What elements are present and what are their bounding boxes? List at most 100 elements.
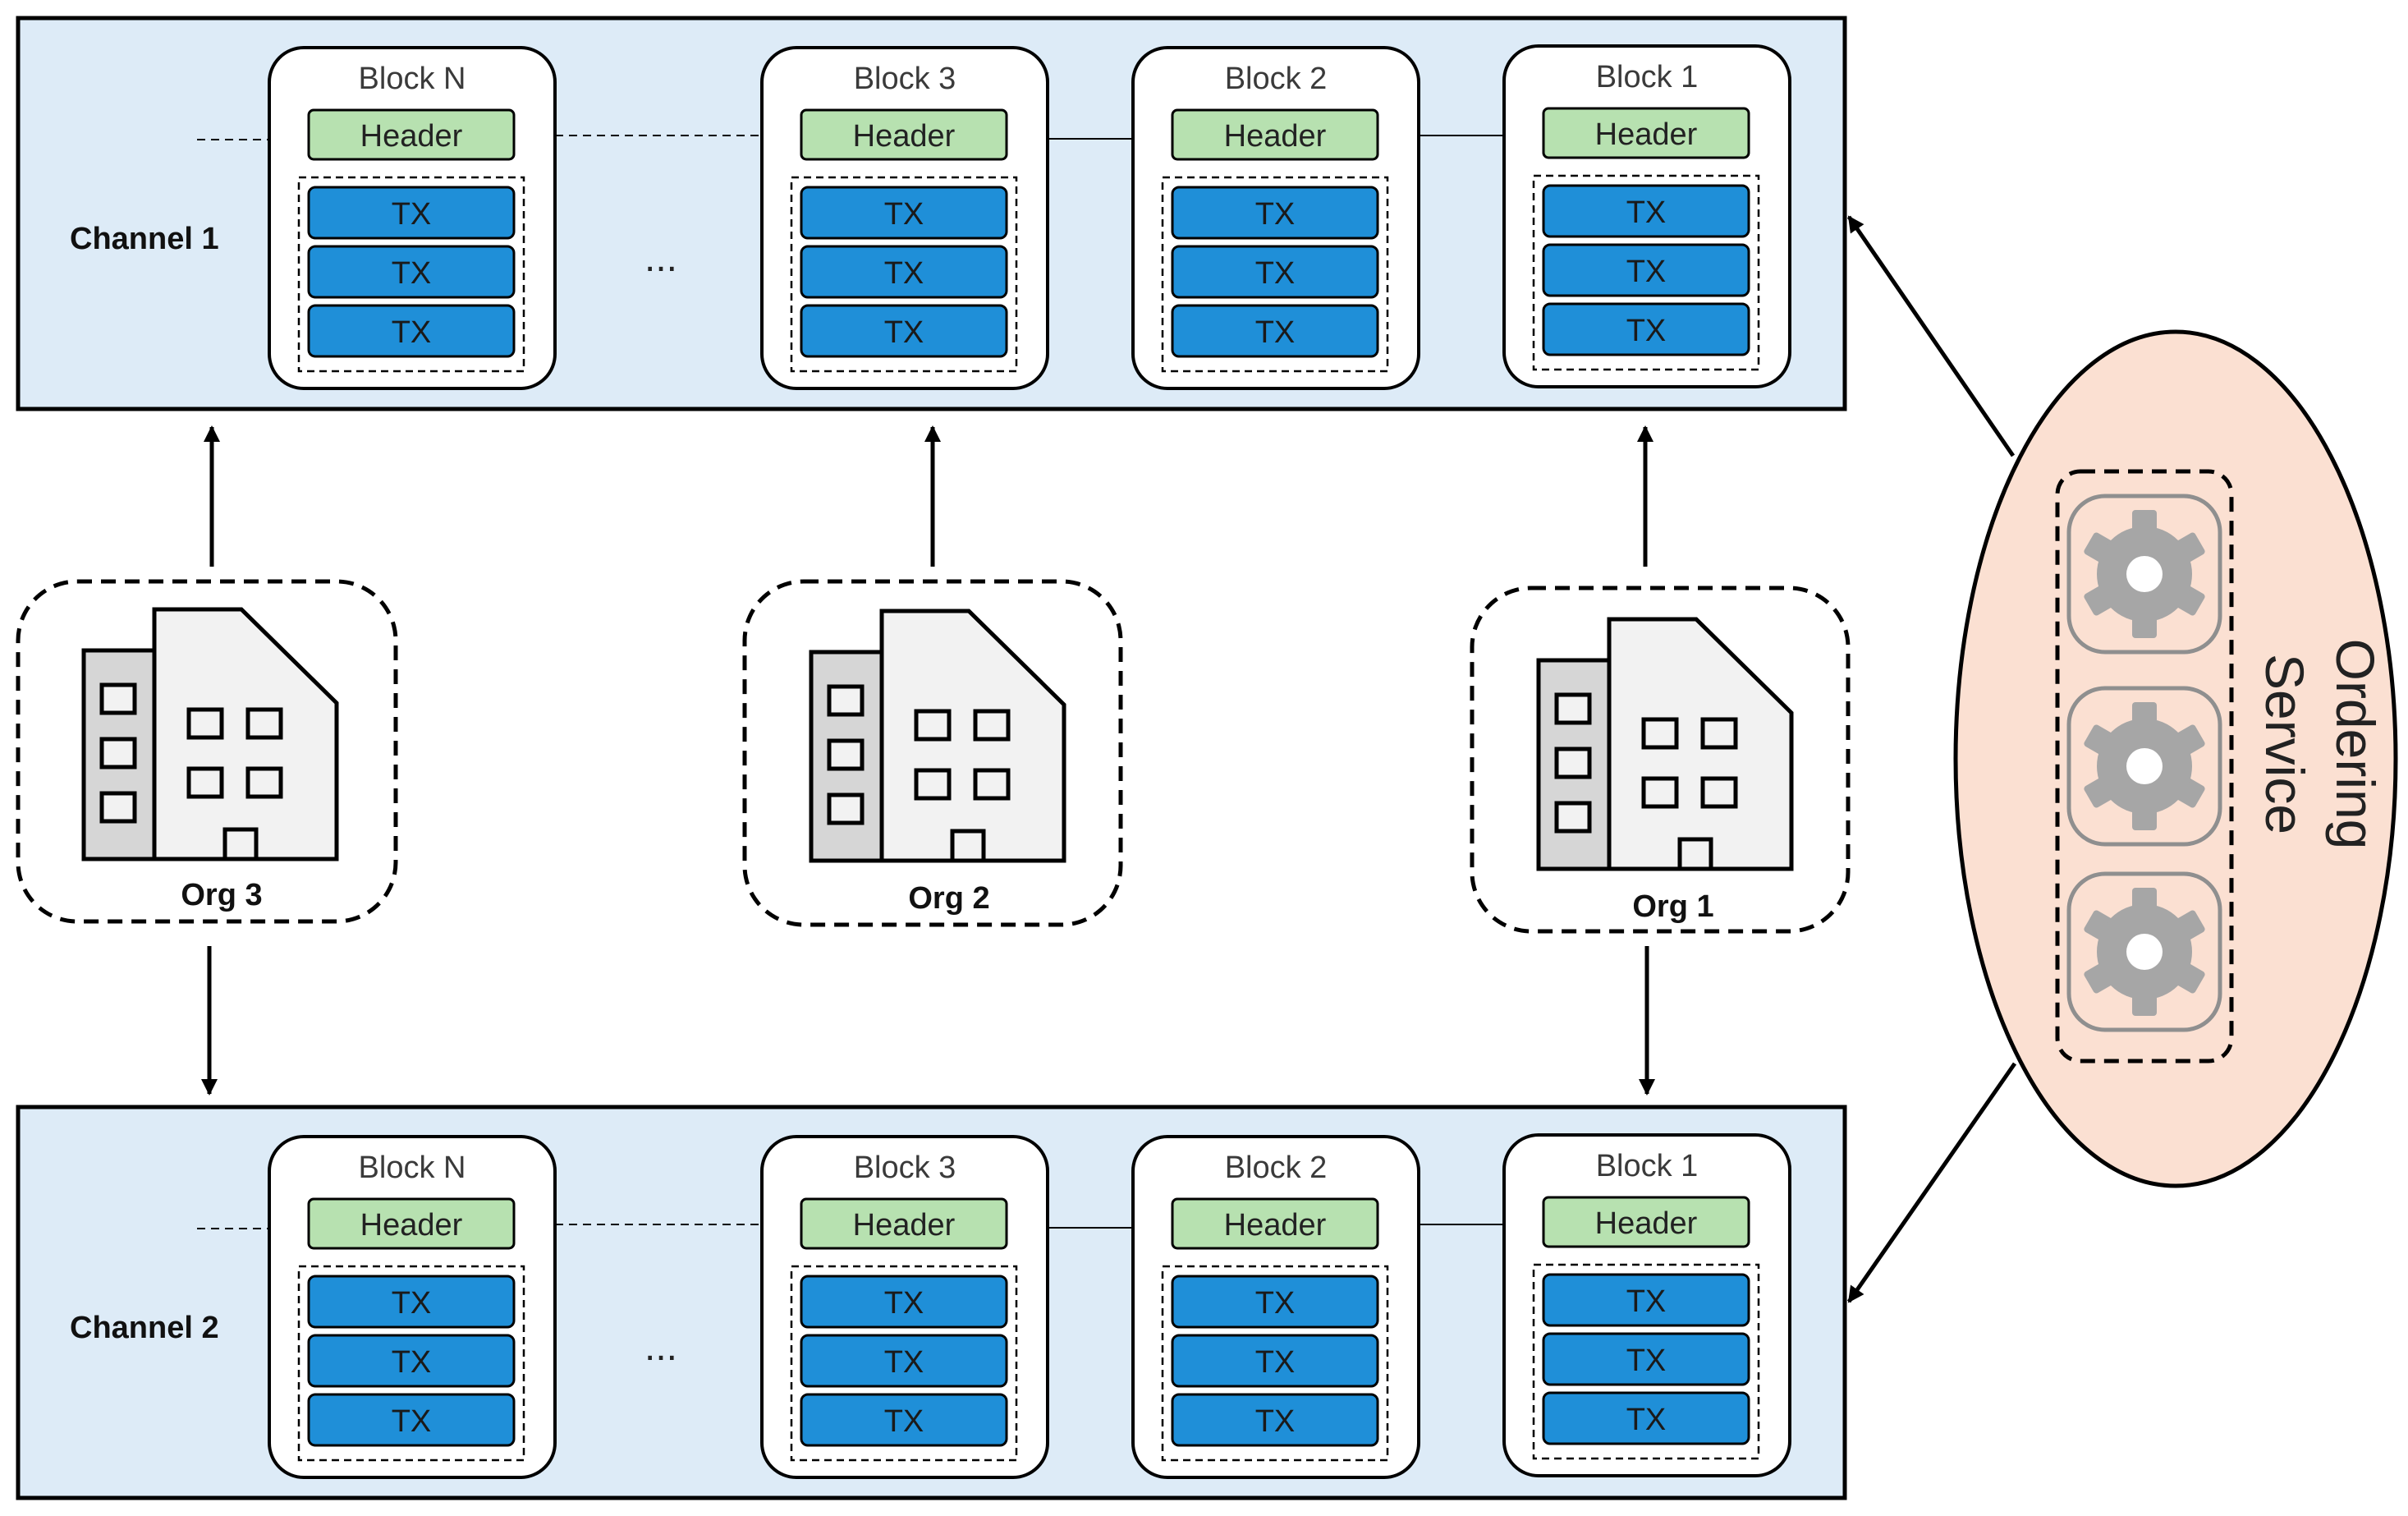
tx-box: [1542, 1391, 1750, 1445]
tx-label: TX: [392, 1404, 432, 1439]
block-card: Block 1 Header TX TX TX: [1502, 44, 1791, 388]
block-header-box: [1171, 1197, 1379, 1250]
channel-1-ellipsis: ...: [644, 237, 677, 280]
org-boundary: [16, 579, 398, 924]
org-2-group: Org 2: [742, 579, 1123, 927]
tx-label: TX: [392, 197, 432, 232]
tx-label: TX: [1626, 1344, 1667, 1378]
block-header-box: [800, 1197, 1008, 1250]
org-boundary: [1470, 586, 1851, 934]
tx-label: TX: [1255, 1345, 1296, 1380]
ordering-service-line2: Service: [2254, 654, 2315, 834]
tx-label: TX: [392, 256, 432, 291]
block-header-label: Header: [360, 119, 463, 154]
channel-2-panel: Channel 2 ... Block N Header TX TX TX Bl…: [16, 1105, 1847, 1500]
block-title: Block 1: [1596, 60, 1699, 94]
orderer-node-1: [2066, 494, 2222, 655]
tx-box: [1171, 1275, 1379, 1329]
tx-label: TX: [1626, 1403, 1667, 1437]
tx-box: [307, 1275, 516, 1329]
block-card: Block 2 Header TX TX TX: [1131, 1135, 1420, 1479]
tx-group-outline: [1161, 176, 1389, 373]
tx-label: TX: [884, 197, 924, 232]
tx-box: [1171, 186, 1379, 240]
tx-label: TX: [884, 1345, 924, 1380]
tx-group-outline: [790, 1265, 1018, 1462]
ordering-to-channel2-arrow: [1846, 1062, 2017, 1303]
ordering-service-label: Ordering Service: [2254, 639, 2386, 850]
block-card: Block 1 Header TX TX TX: [1502, 1133, 1791, 1477]
tx-box: [307, 1393, 516, 1447]
tx-label: TX: [884, 315, 924, 350]
tx-group-outline: [790, 176, 1018, 373]
block-title: Block N: [359, 1151, 466, 1185]
block-title: Block 2: [1225, 1151, 1328, 1185]
channel-1-panel: Channel 1 ... Block N Header TX TX TX Bl…: [16, 16, 1847, 411]
building-icon: [81, 607, 339, 861]
tx-label: TX: [1255, 256, 1296, 291]
gear-icon: [2084, 888, 2205, 1016]
tx-label: TX: [1626, 1284, 1667, 1319]
block-header-box: [307, 1197, 516, 1250]
tx-box: [307, 186, 516, 240]
tx-box: [800, 245, 1008, 299]
block-title: Block 3: [854, 62, 956, 96]
tx-box: [1542, 243, 1750, 297]
tx-box: [1171, 245, 1379, 299]
block-header-label: Header: [853, 1208, 956, 1243]
tx-group-outline: [297, 176, 525, 373]
block-header-label: Header: [1224, 119, 1327, 154]
ordering-service-line1: Ordering: [2325, 639, 2386, 850]
tx-label: TX: [1626, 195, 1667, 230]
tx-box: [1542, 1332, 1750, 1386]
tx-label: TX: [1255, 197, 1296, 232]
tx-label: TX: [884, 1286, 924, 1321]
block-header-box: [1171, 108, 1379, 161]
block-title: Block 2: [1225, 62, 1328, 96]
tx-label: TX: [884, 1404, 924, 1439]
block-header-label: Header: [1224, 1208, 1327, 1243]
tx-label: TX: [884, 256, 924, 291]
block-header-box: [307, 108, 516, 161]
tx-box: [800, 1393, 1008, 1447]
tx-box: [307, 245, 516, 299]
tx-box: [307, 304, 516, 358]
tx-group-outline: [1161, 1265, 1389, 1462]
block-card: Block 2 Header TX TX TX: [1131, 46, 1420, 390]
channel-1-label: Channel 1: [70, 222, 219, 256]
org-1-group: Org 1: [1470, 586, 1851, 934]
tx-box: [800, 186, 1008, 240]
block-header-label: Header: [853, 119, 956, 154]
block-title: Block 1: [1596, 1149, 1699, 1183]
tx-label: TX: [392, 1286, 432, 1321]
org-label: Org 2: [908, 881, 989, 916]
tx-box: [1542, 184, 1750, 238]
tx-label: TX: [392, 315, 432, 350]
tx-box: [307, 1334, 516, 1388]
block-card: Block N Header TX TX TX: [268, 1135, 557, 1479]
tx-group-outline: [1532, 1263, 1760, 1460]
tx-box: [800, 1334, 1008, 1388]
tx-box: [1171, 1393, 1379, 1447]
block-header-box: [1542, 1196, 1750, 1248]
building-icon: [809, 609, 1066, 863]
block-card: Block N Header TX TX TX: [268, 46, 557, 390]
orderer-node-2: [2066, 686, 2222, 847]
org-boundary: [742, 579, 1123, 927]
block-header-box: [800, 108, 1008, 161]
tx-label: TX: [392, 1345, 432, 1380]
block-card: Block 3 Header TX TX TX: [760, 1135, 1049, 1479]
tx-group-outline: [1532, 174, 1760, 371]
tx-label: TX: [1626, 255, 1667, 289]
tx-label: TX: [1255, 1404, 1296, 1439]
orderer-cluster-outline: [2055, 469, 2234, 1063]
tx-label: TX: [1255, 315, 1296, 350]
tx-box: [800, 304, 1008, 358]
tx-box: [1171, 304, 1379, 358]
gear-icon: [2084, 702, 2205, 830]
block-header-label: Header: [360, 1208, 463, 1243]
gear-icon: [2084, 510, 2205, 638]
block-header-label: Header: [1595, 1206, 1698, 1241]
block-header-label: Header: [1595, 117, 1698, 152]
